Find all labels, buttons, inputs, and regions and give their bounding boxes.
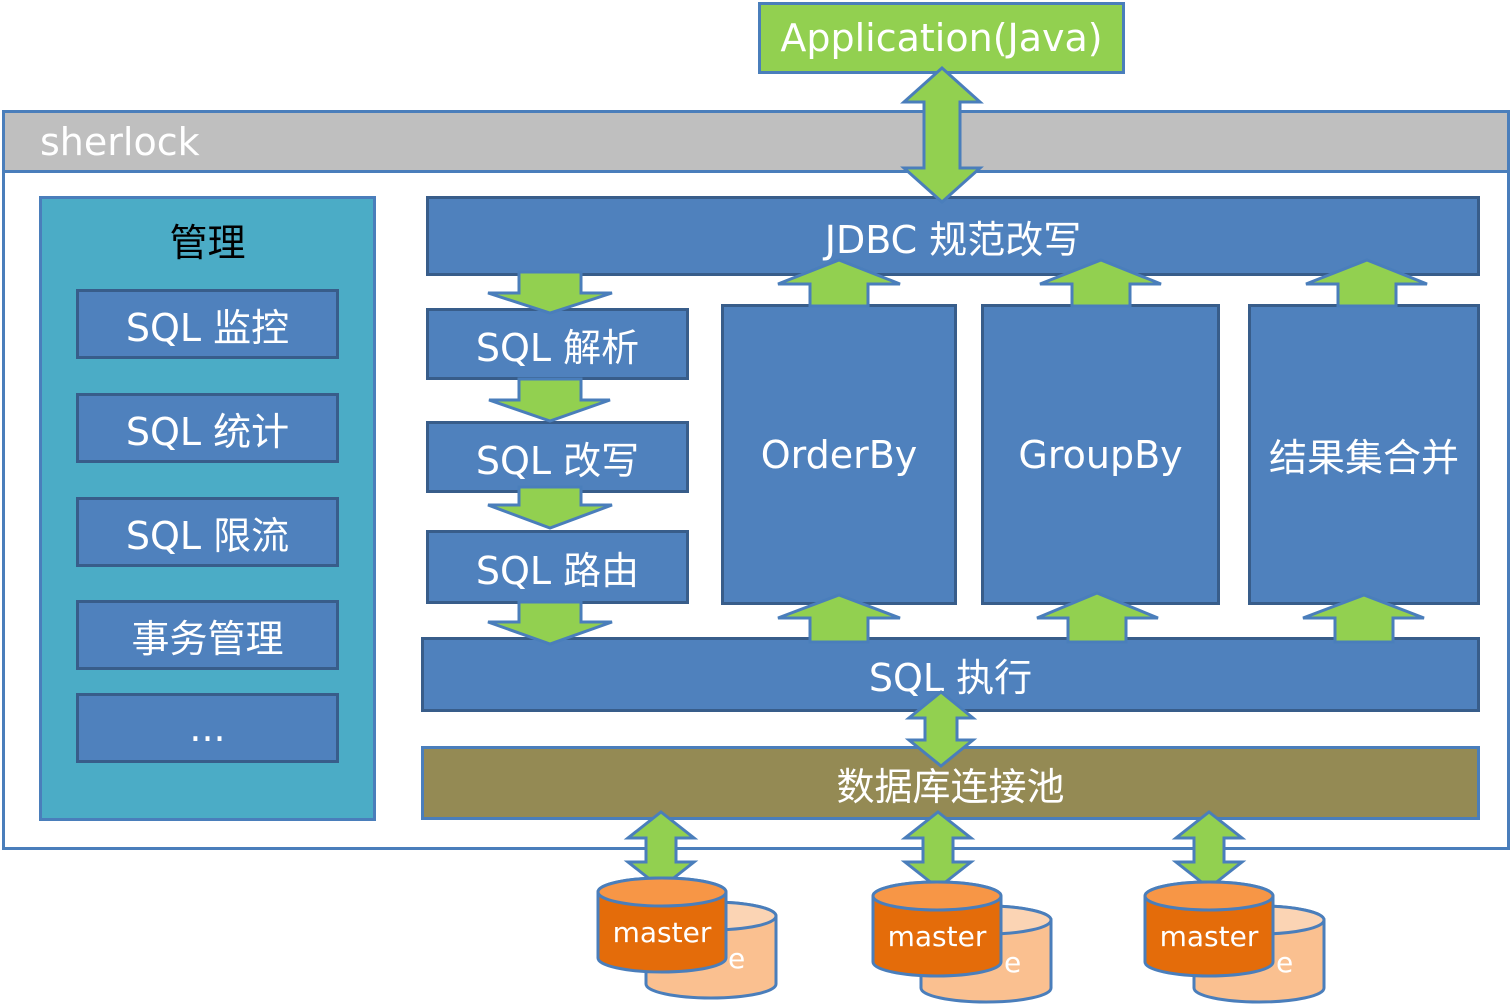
connection-pool-label: 数据库连接池 xyxy=(836,764,1065,809)
sherlock-title-bar xyxy=(2,110,1510,173)
management-item-label: SQL 监控 xyxy=(125,305,290,350)
application-box: Application(Java) xyxy=(758,2,1125,74)
groupby-label: GroupBy xyxy=(1018,432,1183,477)
up-arrow-execute-merge xyxy=(1302,593,1425,644)
master-db-top xyxy=(871,880,1003,912)
orderby-label: OrderBy xyxy=(760,432,918,477)
application-label: Application(Java) xyxy=(780,16,1103,60)
sql-rewrite-label: SQL 改写 xyxy=(475,438,640,483)
management-item-sql-monitor: SQL 监控 xyxy=(76,289,339,359)
sql-parse-label: SQL 解析 xyxy=(475,325,640,370)
sherlock-title: sherlock xyxy=(40,120,200,164)
management-item-more: ... xyxy=(76,693,339,763)
sql-execute-label: SQL 执行 xyxy=(868,656,1033,700)
up-arrow-merge-jdbc xyxy=(1305,258,1428,308)
sql-route-label: SQL 路由 xyxy=(475,548,640,593)
result-merge-label: 结果集合并 xyxy=(1268,436,1459,480)
up-arrow-orderby-jdbc xyxy=(777,258,901,308)
up-arrow-execute-orderby xyxy=(777,593,901,644)
slave-db-label: e xyxy=(728,942,745,975)
master-db-label: master xyxy=(888,920,987,953)
double-arrow-pool-db2 xyxy=(900,810,976,890)
management-item-sql-rate-limit: SQL 限流 xyxy=(76,497,339,567)
double-arrow-execute-pool xyxy=(904,690,978,768)
master-db-label: master xyxy=(613,916,712,949)
sql-parse-block: SQL 解析 xyxy=(426,308,689,380)
down-arrow-route-execute xyxy=(487,600,613,646)
result-merge-block: 结果集合并 xyxy=(1248,304,1480,605)
management-item-label: 事务管理 xyxy=(131,616,284,661)
sql-rewrite-block: SQL 改写 xyxy=(426,421,689,493)
down-arrow-jdbc-parse xyxy=(487,270,613,315)
management-item-label: SQL 限流 xyxy=(125,513,290,558)
up-arrow-groupby-jdbc xyxy=(1039,258,1162,308)
slave-db-label: e xyxy=(1004,946,1021,979)
jdbc-rewrite-label: JDBC 规范改写 xyxy=(824,217,1082,262)
master-db-label: master xyxy=(1160,920,1259,953)
orderby-block: OrderBy xyxy=(721,304,957,605)
slave-db-label: e xyxy=(1276,946,1293,979)
master-db-top xyxy=(596,876,728,908)
management-title: 管理 xyxy=(169,221,246,265)
jdbc-rewrite-block: JDBC 规范改写 xyxy=(426,196,1480,276)
management-item-sql-stats: SQL 统计 xyxy=(76,393,339,463)
double-arrow-pool-db3 xyxy=(1171,810,1247,890)
management-item-label: SQL 统计 xyxy=(125,409,290,454)
down-arrow-rewrite-route xyxy=(487,485,613,530)
management-item-label: ... xyxy=(189,706,226,750)
down-arrow-parse-rewrite xyxy=(488,377,611,423)
double-arrow-app-jdbc xyxy=(900,65,984,205)
master-db-top xyxy=(1143,880,1275,912)
management-item-transaction: 事务管理 xyxy=(76,600,339,670)
up-arrow-execute-groupby xyxy=(1036,591,1159,644)
